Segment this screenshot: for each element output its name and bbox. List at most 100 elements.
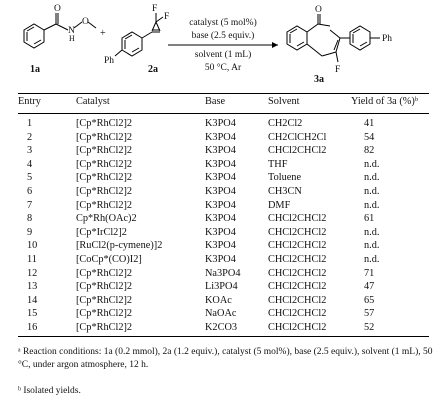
- cell-base: NaOAc: [205, 308, 237, 320]
- cell-yield: 47: [364, 281, 375, 293]
- cell-base: K3PO4: [205, 118, 236, 129]
- cell-catalyst: [Cp*RhCl2]2: [76, 308, 133, 320]
- cell-yield: n.d.: [364, 186, 380, 197]
- cell-catalyst: [Cp*RhCl2]2: [76, 294, 133, 306]
- cell-entry: 10: [27, 240, 38, 252]
- cell-yield: n.d.: [364, 226, 380, 238]
- header-base: Base: [205, 96, 226, 107]
- cell-catalyst: [Cp*RhCl2]2: [76, 118, 133, 129]
- cell-solvent: CH3CN: [268, 186, 302, 197]
- cell-base: KOAc: [205, 294, 232, 306]
- atom-F-2: F: [164, 12, 169, 22]
- atom-Ph-1: Ph: [104, 56, 114, 66]
- conditions-below-1: solvent (1 mL): [194, 50, 252, 60]
- cell-solvent: CH2ClCH2Cl: [268, 131, 327, 143]
- cell-solvent: CHCl2CHCl2: [268, 267, 327, 279]
- benzene-ring-1a: [23, 23, 45, 49]
- cell-entry: 9: [27, 226, 33, 238]
- cell-catalyst: [Cp*RhCl2]2: [76, 322, 133, 333]
- cell-yield: n.d.: [364, 172, 380, 184]
- cell-catalyst: [Cp*RhCl2]2: [76, 199, 133, 211]
- cell-entry: 16: [27, 322, 38, 333]
- reaction-arrowhead: [272, 42, 278, 48]
- cell-solvent: CHCl2CHCl2: [268, 226, 327, 238]
- cell-catalyst: [RuCl2(p-cymene)]2: [76, 240, 163, 252]
- reaction-scheme: O N H O F F Ph O F Ph 1a + 2a 3a catalys…: [0, 0, 445, 92]
- footnote-b: ᵇ Isolated yields.: [18, 386, 81, 396]
- cell-yield: n.d.: [364, 254, 380, 265]
- cell-yield: 57: [364, 308, 375, 320]
- atom-H: H: [69, 34, 75, 43]
- label-2a: 2a: [148, 64, 158, 75]
- table-row: 6 [Cp*RhCl2]2 K3PO4 CH3CN n.d.: [18, 186, 429, 200]
- cell-base: K3PO4: [205, 158, 236, 170]
- cell-catalyst: [Cp*RhCl2]2: [76, 158, 133, 170]
- cell-base: K3PO4: [205, 199, 236, 211]
- atom-O-3: O: [315, 5, 322, 15]
- table-header-rule: [18, 113, 429, 114]
- cell-entry: 6: [27, 186, 33, 197]
- cell-entry: 15: [27, 308, 38, 320]
- table-row: 2 [Cp*RhCl2]2 K3PO4 CH2ClCH2Cl 54: [18, 132, 429, 146]
- cell-catalyst: [Cp*RhCl2]2: [76, 267, 133, 279]
- plus-sign: +: [100, 28, 106, 39]
- atom-N: N: [68, 26, 75, 36]
- cell-solvent: CHCl2CHCl2: [268, 254, 327, 265]
- cell-entry: 5: [27, 172, 33, 184]
- table-row: 5 [Cp*RhCl2]2 K3PO4 Toluene n.d.: [18, 172, 429, 186]
- footnote-a: ᵃ Reaction conditions: 1a (0.2 mmol), 2a…: [18, 347, 433, 370]
- cell-base: K3PO4: [205, 172, 236, 184]
- cell-entry: 3: [27, 145, 33, 157]
- table-row: 1 [Cp*RhCl2]2 K3PO4 CH2Cl2 41: [18, 118, 429, 132]
- cell-entry: 14: [27, 294, 38, 306]
- cell-catalyst: [Cp*RhCl2]2: [76, 172, 133, 184]
- table-row: 16 [Cp*RhCl2]2 K2CO3 CHCl2CHCl2 52: [18, 322, 429, 336]
- cell-catalyst: [Cp*RhCl2]2: [76, 131, 133, 143]
- cell-yield: 41: [364, 118, 375, 129]
- cell-solvent: CHCl2CHCl2: [268, 240, 327, 252]
- cell-entry: 2: [27, 131, 33, 143]
- cell-solvent: CHCl2CHCl2: [268, 213, 327, 225]
- cell-entry: 7: [27, 199, 33, 211]
- cell-base: Na3PO4: [205, 267, 241, 279]
- reaction-structures: O N H O F F Ph O F Ph: [23, 4, 392, 75]
- cell-base: K2CO3: [205, 322, 238, 333]
- cell-base: Li3PO4: [205, 281, 238, 293]
- atom-F-3: F: [335, 65, 340, 75]
- cell-solvent: CHCl2CHCl2: [268, 322, 327, 333]
- cell-base: K3PO4: [205, 213, 236, 225]
- cell-base: K3PO4: [205, 254, 236, 265]
- cell-solvent: CH2Cl2: [268, 118, 303, 129]
- label-1a: 1a: [30, 64, 40, 75]
- conditions-above-2: base (2.5 equiv.): [191, 31, 255, 41]
- label-3a: 3a: [314, 74, 324, 85]
- atom-O-2: O: [82, 17, 89, 27]
- cell-entry: 1: [27, 118, 33, 129]
- cell-yield: 61: [364, 213, 375, 225]
- cell-base: K3PO4: [205, 226, 236, 238]
- cell-base: K3PO4: [205, 240, 236, 252]
- table-top-rule: [18, 93, 429, 94]
- cell-catalyst: [Cp*RhCl2]2: [76, 281, 133, 293]
- conditions-below-2: 50 °C, Ar: [204, 63, 242, 73]
- cell-catalyst: [Cp*RhCl2]2: [76, 186, 133, 197]
- atom-O-1: O: [54, 4, 61, 14]
- cell-entry: 12: [27, 267, 38, 279]
- cell-yield: 54: [364, 131, 375, 143]
- cell-base: K3PO4: [205, 186, 236, 197]
- cell-catalyst: Cp*Rh(OAc)2: [76, 213, 137, 225]
- cell-yield: 65: [364, 294, 375, 306]
- cell-solvent: Toluene: [268, 172, 302, 184]
- cell-entry: 4: [27, 158, 33, 170]
- cell-yield: 52: [364, 322, 375, 333]
- cell-base: K3PO4: [205, 131, 236, 143]
- cell-solvent: CHCl2CHCl2: [268, 281, 327, 293]
- atom-F-1: F: [152, 4, 157, 14]
